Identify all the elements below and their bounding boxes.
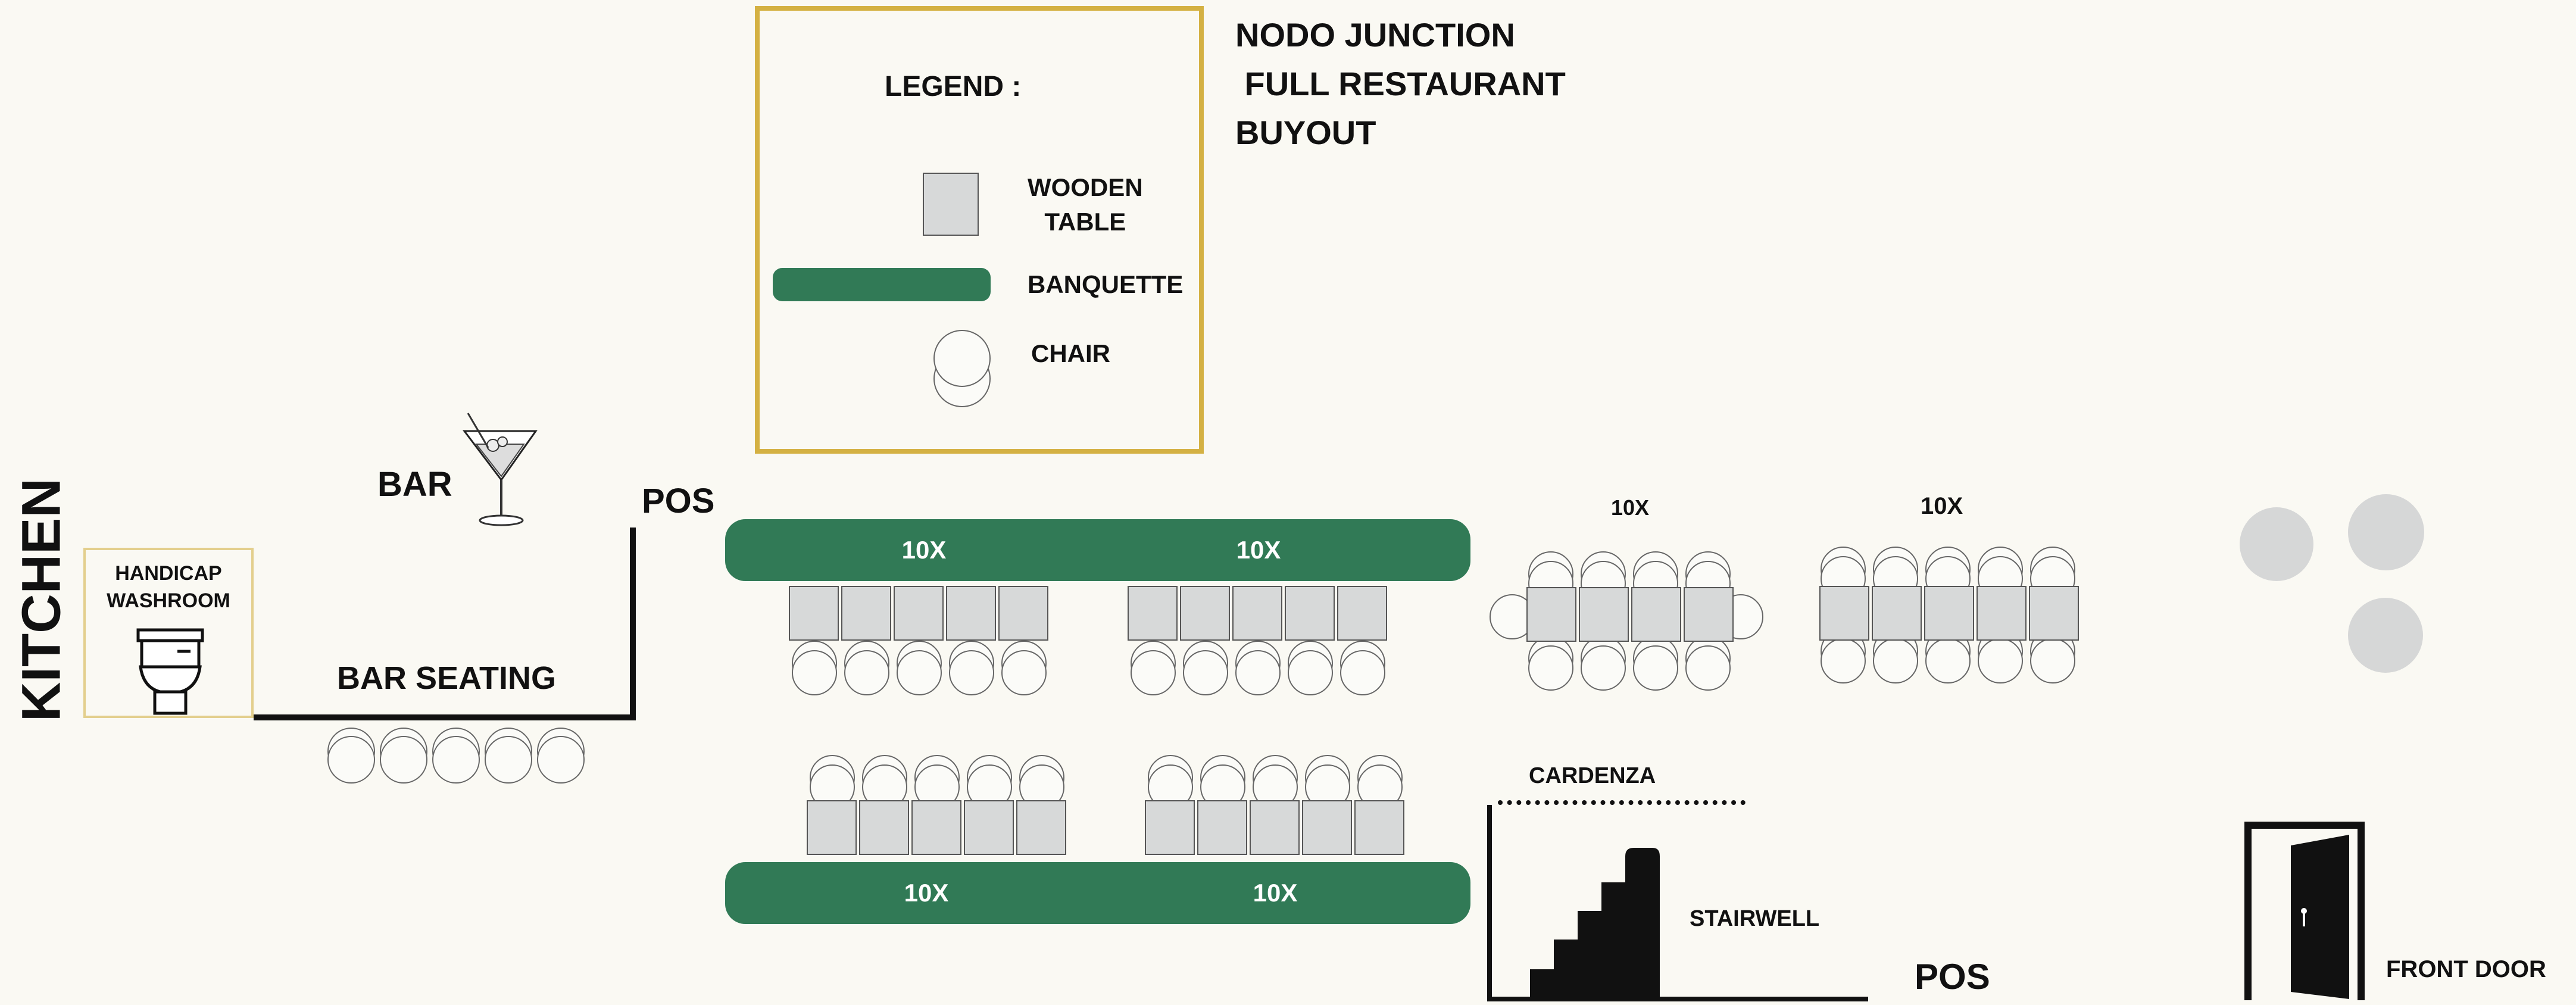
- chair: [1235, 650, 1281, 695]
- stairwell-label: STAIRWELL: [1690, 906, 1820, 931]
- bar-counter-line: [254, 714, 636, 720]
- legend-wooden-line-1: WOODEN: [1028, 173, 1143, 201]
- stairwell-wall: [1487, 805, 1492, 1001]
- bar-counter-side-line: [630, 528, 636, 719]
- wooden-table: [894, 586, 944, 641]
- bar-label: BAR: [377, 465, 452, 504]
- legend-banquette-swatch: [773, 268, 991, 301]
- washroom-label: HANDICAP WASHROOM: [86, 560, 251, 614]
- legend-chair-label: CHAIR: [1031, 339, 1110, 367]
- round-table: [2240, 507, 2313, 581]
- chair: [1528, 645, 1573, 691]
- table-group-middle-count: 10X: [1611, 495, 1650, 520]
- chair: [1131, 650, 1176, 695]
- wooden-table: [859, 800, 909, 855]
- cocktail-glass-icon: [462, 413, 538, 526]
- wooden-table: [1250, 800, 1300, 855]
- toilet-icon: [136, 628, 204, 715]
- front-door-label: FRONT DOOR: [2386, 956, 2546, 982]
- table-group-right-count: 10X: [1921, 493, 1963, 519]
- pos-bottom-label: POS: [1915, 957, 1990, 997]
- staircase-icon: [1530, 848, 1660, 999]
- round-table: [2348, 494, 2424, 570]
- banquette-bottom-left-count: 10X: [904, 879, 949, 907]
- wooden-table: [1579, 587, 1629, 642]
- banquette-top: 10X 10X: [725, 519, 1470, 581]
- title-line-3: BUYOUT: [1235, 114, 1376, 151]
- chair: [949, 650, 994, 695]
- legend-wooden-line-2: TABLE: [1044, 208, 1126, 236]
- title-line-2: FULL RESTAURANT: [1235, 65, 1566, 102]
- wooden-table: [1977, 586, 2027, 641]
- bar-stool: [537, 736, 585, 784]
- wooden-table: [841, 586, 891, 641]
- bar-seating-label: BAR SEATING: [337, 660, 557, 696]
- cardenza-line: [1498, 800, 1746, 805]
- wooden-table: [1302, 800, 1352, 855]
- front-door-icon: [2244, 822, 2365, 1000]
- chair: [1633, 645, 1678, 691]
- wooden-table: [1684, 587, 1734, 642]
- legend-table-swatch: [923, 173, 979, 236]
- banquette-top-right-count: 10X: [1236, 536, 1281, 564]
- wooden-table: [1526, 587, 1576, 642]
- banquette-top-left-count: 10X: [901, 536, 947, 564]
- bar-stool: [380, 736, 427, 784]
- wooden-table: [1337, 586, 1387, 641]
- legend-box: LEGEND : WOODEN TABLE BANQUETTE CHAIR: [755, 6, 1204, 454]
- wooden-table: [1128, 586, 1178, 641]
- chair: [897, 650, 942, 695]
- plan-title: NODO JUNCTION FULL RESTAURANT BUYOUT: [1235, 11, 1566, 157]
- chair: [2030, 638, 2075, 683]
- chair: [1821, 638, 1866, 683]
- wooden-table: [1197, 800, 1247, 855]
- legend-wooden-table-label: WOODEN TABLE: [1028, 170, 1143, 239]
- wooden-table: [1354, 800, 1404, 855]
- legend-banquette-label: BANQUETTE: [1028, 270, 1184, 298]
- wooden-table: [789, 586, 839, 641]
- wooden-table: [911, 800, 961, 855]
- wooden-table: [807, 800, 857, 855]
- chair: [1925, 638, 1971, 683]
- wooden-table: [1232, 586, 1282, 641]
- kitchen-label: KITCHEN: [11, 478, 72, 722]
- chair: [844, 650, 889, 695]
- washroom-line-1: HANDICAP: [115, 562, 222, 585]
- wooden-table: [1819, 586, 1869, 641]
- wooden-table: [964, 800, 1014, 855]
- banquette-bottom-right-count: 10X: [1253, 879, 1298, 907]
- stairwell-floor-line: [1487, 997, 1868, 1001]
- wooden-table: [1872, 586, 1922, 641]
- wooden-table: [1631, 587, 1681, 642]
- wooden-table: [946, 586, 996, 641]
- chair: [1685, 645, 1731, 691]
- cardenza-label: CARDENZA: [1529, 763, 1656, 788]
- chair: [1288, 650, 1333, 695]
- wooden-table: [1285, 586, 1335, 641]
- wooden-table: [2029, 586, 2079, 641]
- wooden-table: [998, 586, 1048, 641]
- round-table: [2348, 598, 2423, 673]
- washroom-line-2: WASHROOM: [107, 589, 230, 612]
- chair: [1978, 638, 2023, 683]
- wooden-table: [1145, 800, 1195, 855]
- legend-heading: LEGEND :: [885, 71, 1022, 102]
- banquette-bottom: 10X 10X: [725, 862, 1470, 924]
- bar-stool: [485, 736, 532, 784]
- chair: [1001, 650, 1047, 695]
- wooden-table: [1180, 586, 1230, 641]
- chair: [1183, 650, 1228, 695]
- chair: [1581, 645, 1626, 691]
- chair: [1873, 638, 1918, 683]
- wooden-table: [1016, 800, 1066, 855]
- bar-stool: [327, 736, 375, 784]
- chair: [792, 650, 837, 695]
- chair: [1340, 650, 1385, 695]
- handicap-washroom: HANDICAP WASHROOM: [83, 548, 254, 718]
- wooden-table: [1924, 586, 1974, 641]
- title-line-1: NODO JUNCTION: [1235, 16, 1515, 54]
- bar-stool: [432, 736, 480, 784]
- pos-top-label: POS: [642, 482, 715, 520]
- legend-chair-swatch: [933, 330, 991, 387]
